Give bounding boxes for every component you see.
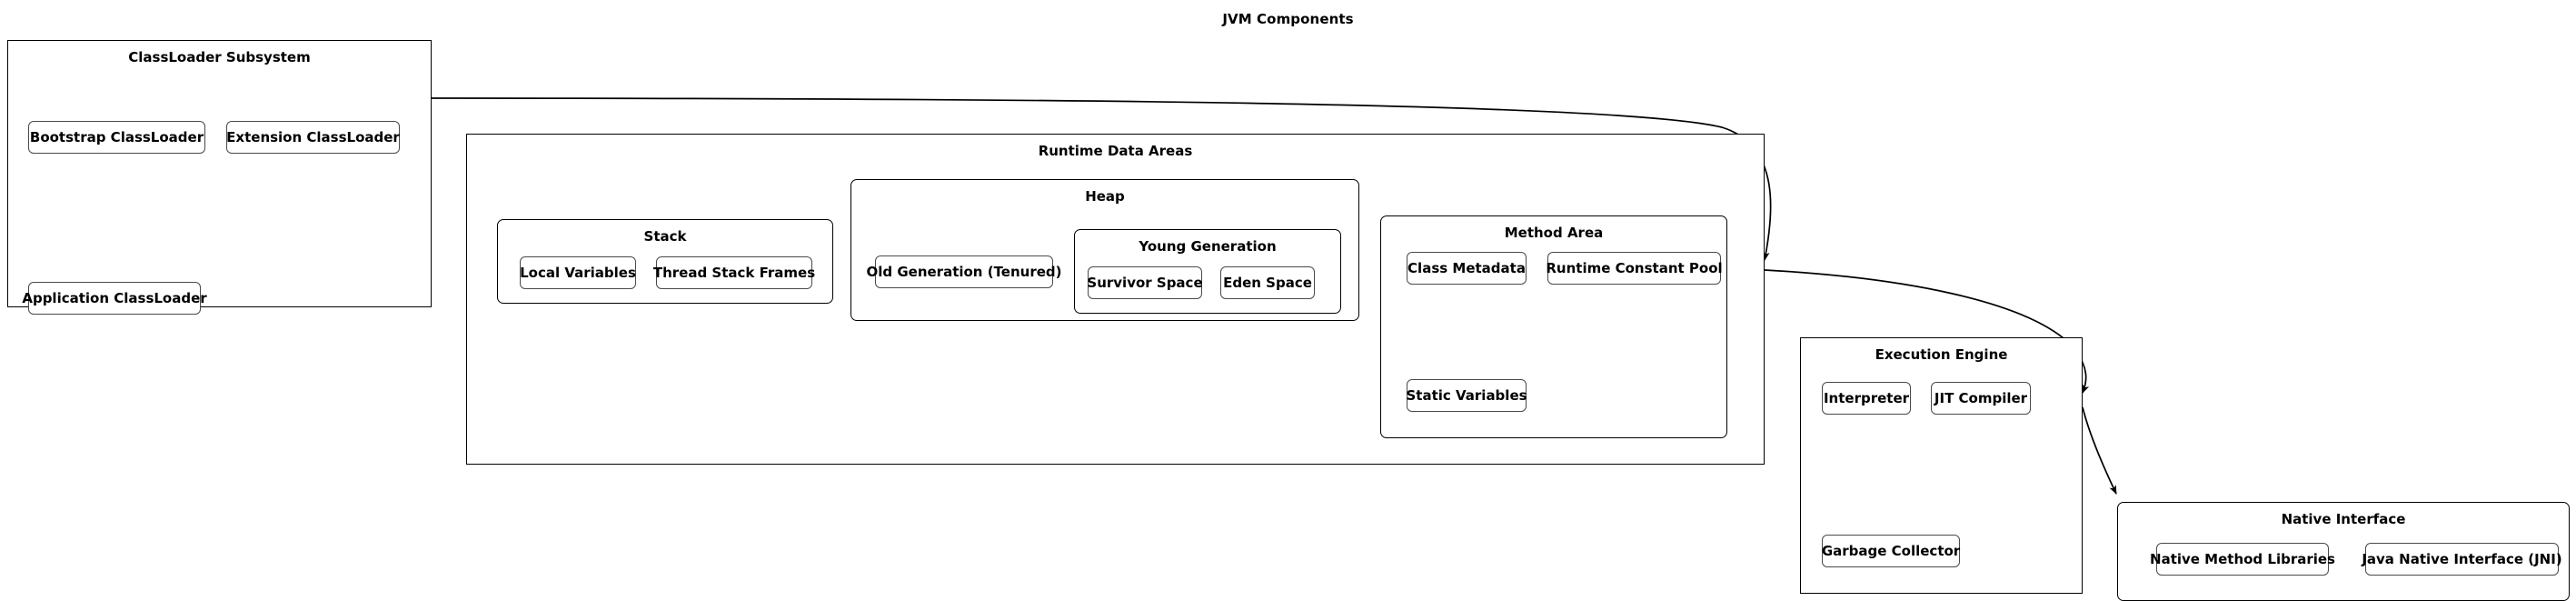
page-title: JVM Components	[1222, 11, 1354, 27]
cluster-method-area: Method Area Class Metadata Runtime Const…	[1380, 215, 1727, 438]
cluster-label-stack: Stack	[643, 228, 687, 245]
node-class-metadata[interactable]: Class Metadata	[1407, 252, 1527, 285]
cluster-label-runtime-data-areas: Runtime Data Areas	[1038, 143, 1193, 159]
cluster-execution-engine: Execution Engine Interpreter JIT Compile…	[1800, 337, 2083, 594]
node-bootstrap-classloader[interactable]: Bootstrap ClassLoader	[28, 121, 205, 154]
node-eden-space[interactable]: Eden Space	[1220, 266, 1315, 299]
edge-execution-engine-to-native-interface	[2082, 406, 2117, 495]
node-native-method-libraries[interactable]: Native Method Libraries	[2150, 543, 2335, 576]
cluster-stack: Stack Local Variables Thread Stack Frame…	[497, 219, 833, 304]
node-jit-compiler[interactable]: JIT Compiler	[1931, 382, 2031, 415]
node-survivor-space[interactable]: Survivor Space	[1087, 266, 1203, 299]
node-old-generation-tenured[interactable]: Old Generation (Tenured)	[866, 255, 1062, 288]
cluster-heap: Heap Old Generation (Tenured) Young Gene…	[850, 179, 1359, 321]
node-runtime-constant-pool[interactable]: Runtime Constant Pool	[1546, 252, 1723, 285]
cluster-native-interface: Native Interface Native Method Libraries…	[2117, 502, 2570, 601]
node-local-variables[interactable]: Local Variables	[520, 256, 636, 289]
node-garbage-collector[interactable]: Garbage Collector	[1822, 535, 1960, 567]
cluster-label-classloader-subsystem: ClassLoader Subsystem	[128, 49, 311, 65]
node-thread-stack-frames[interactable]: Thread Stack Frames	[653, 256, 815, 289]
cluster-label-method-area: Method Area	[1504, 225, 1604, 241]
cluster-label-heap: Heap	[1085, 188, 1125, 205]
cluster-young-generation: Young Generation Survivor Space Eden Spa…	[1074, 229, 1341, 314]
node-application-classloader[interactable]: Application ClassLoader	[22, 282, 207, 315]
cluster-label-execution-engine: Execution Engine	[1875, 346, 2008, 363]
cluster-runtime-data-areas: Runtime Data Areas Stack Local Variables…	[466, 134, 1765, 465]
node-extension-classloader[interactable]: Extension ClassLoader	[226, 121, 400, 154]
node-static-variables[interactable]: Static Variables	[1406, 379, 1527, 412]
cluster-label-young-generation: Young Generation	[1139, 238, 1277, 255]
cluster-classloader-subsystem: ClassLoader Subsystem Bootstrap ClassLoa…	[7, 40, 432, 315]
node-interpreter[interactable]: Interpreter	[1822, 382, 1911, 415]
node-java-native-interface[interactable]: Java Native Interface (JNI)	[2362, 543, 2562, 576]
cluster-label-native-interface: Native Interface	[2281, 511, 2406, 527]
